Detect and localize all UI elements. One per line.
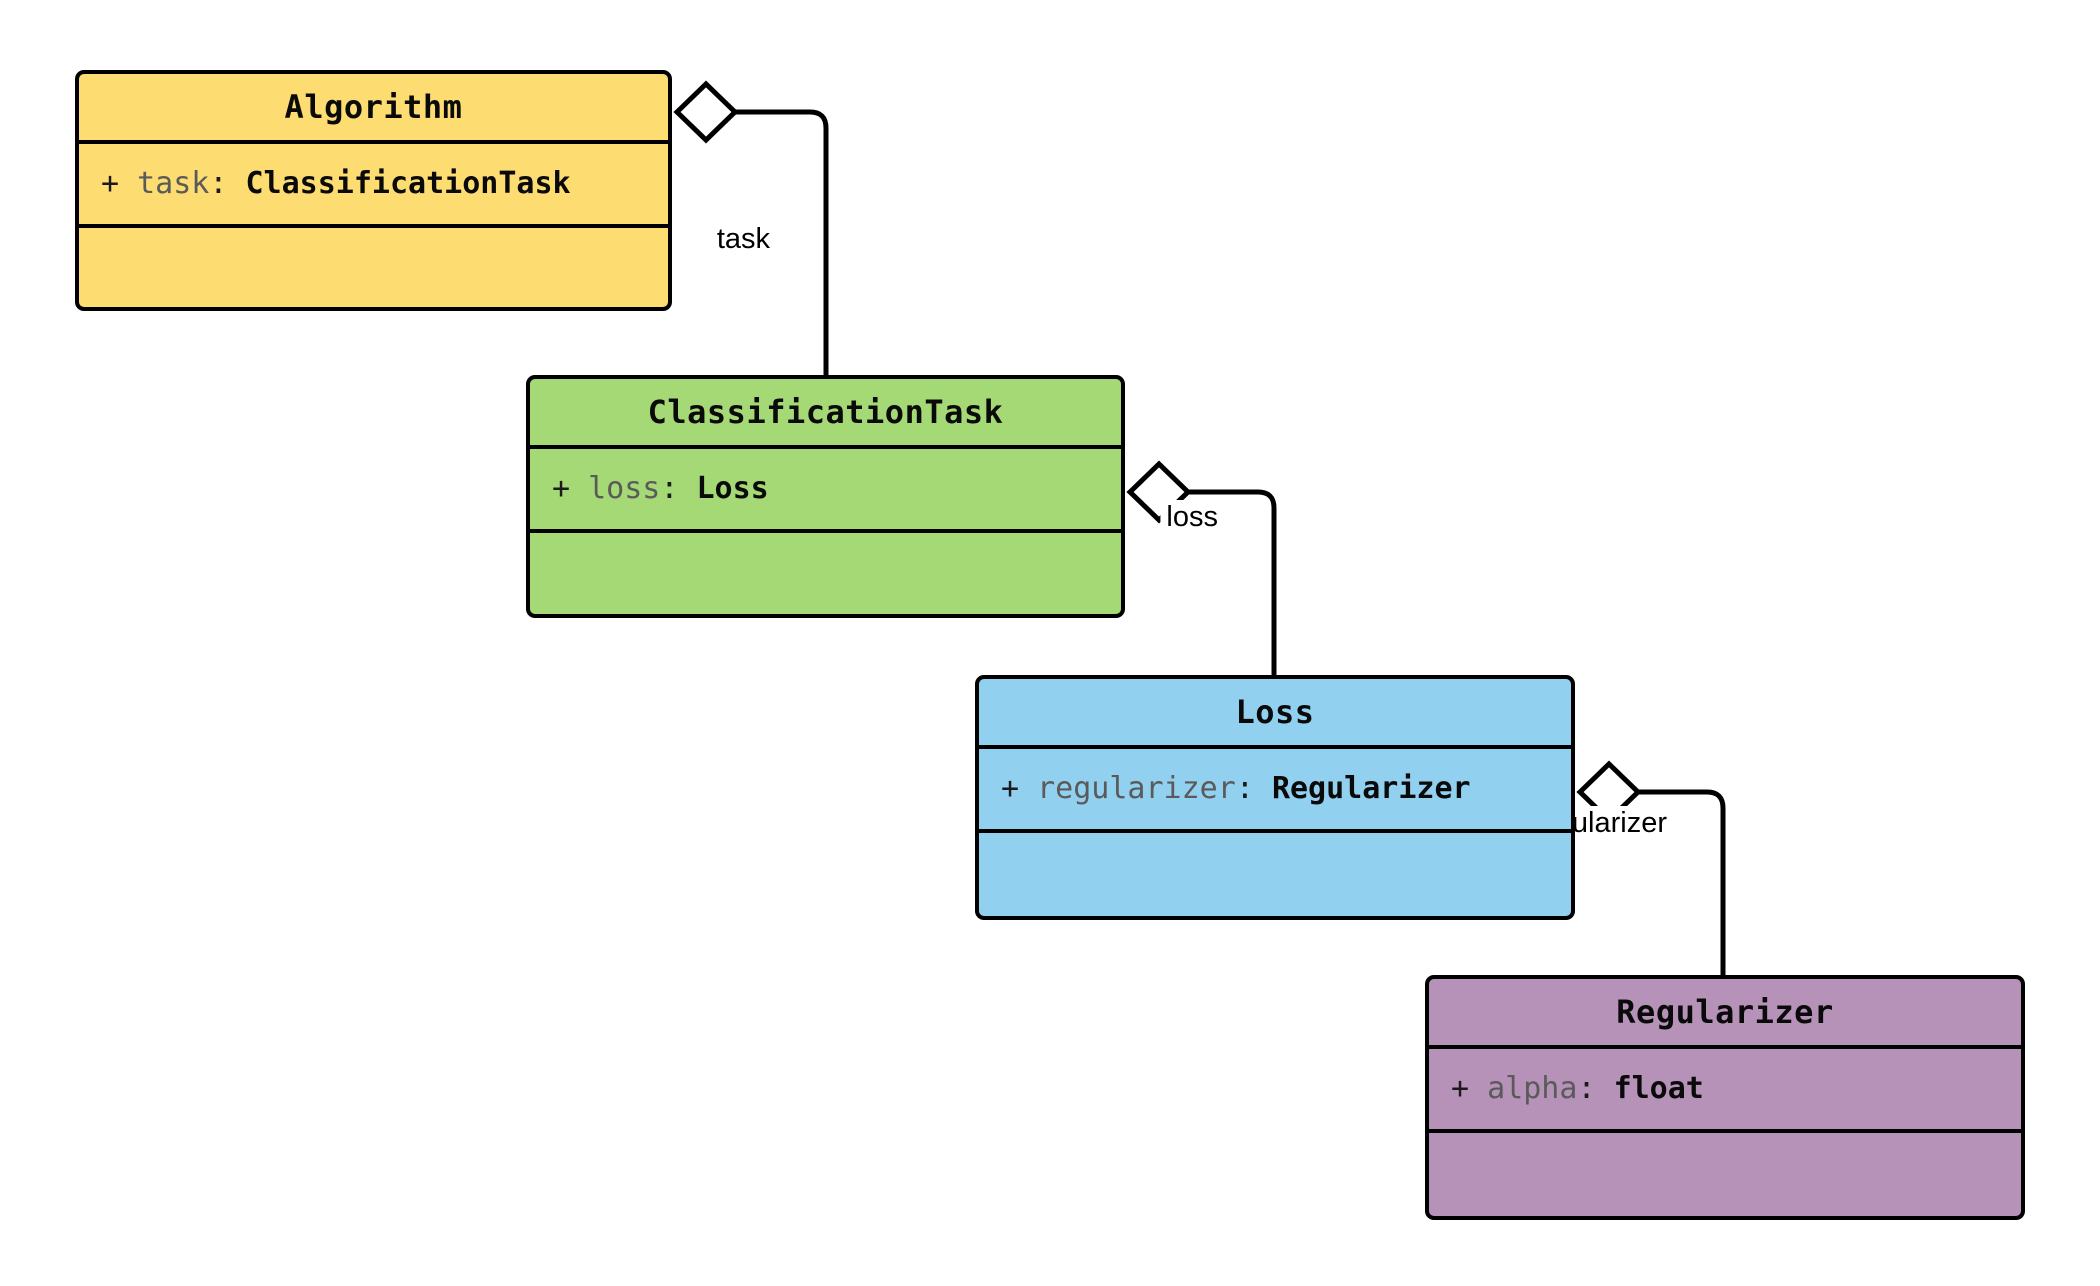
attribute-type: Regularizer — [1271, 771, 1471, 806]
class-title-algorithm: Algorithm — [79, 74, 668, 144]
class-attributes-algorithm: + task: ClassificationTask — [79, 144, 668, 228]
class-methods-regularizer — [1429, 1133, 2021, 1216]
attribute-visibility: + — [1001, 771, 1020, 806]
attribute-row: + task: ClassificationTask — [101, 169, 571, 199]
attribute-visibility: + — [1451, 1071, 1470, 1106]
class-attributes-loss: + regularizer: Regularizer — [979, 749, 1571, 833]
class-box-algorithm[interactable]: Algorithm + task: ClassificationTask — [75, 70, 672, 311]
attribute-row: + loss: Loss — [552, 474, 769, 504]
class-methods-classification-task — [530, 533, 1121, 614]
attribute-visibility: + — [552, 471, 571, 506]
class-methods-loss — [979, 833, 1571, 916]
relation-label-task: task — [710, 222, 776, 257]
relation-label-loss: loss — [1160, 500, 1224, 535]
relation-regularizer-line — [1638, 789, 1726, 975]
attribute-separator: : — [1577, 1071, 1596, 1106]
relation-loss-line — [1188, 489, 1277, 675]
attribute-row: + regularizer: Regularizer — [1001, 774, 1471, 804]
attribute-name: loss — [588, 471, 661, 506]
attribute-separator: : — [660, 471, 679, 506]
relation-task[interactable] — [673, 80, 829, 375]
attribute-type: float — [1613, 1071, 1704, 1106]
relation-loss[interactable] — [1126, 460, 1277, 675]
class-box-regularizer[interactable]: Regularizer + alpha: float — [1425, 975, 2025, 1220]
aggregation-diamond-task — [673, 80, 739, 144]
class-attributes-classification-task: + loss: Loss — [530, 449, 1121, 533]
relation-task-line — [735, 109, 829, 375]
attribute-row: + alpha: float — [1451, 1074, 1704, 1104]
attribute-visibility: + — [101, 166, 120, 201]
attribute-type: ClassificationTask — [245, 166, 571, 201]
class-box-loss[interactable]: Loss + regularizer: Regularizer — [975, 675, 1575, 920]
class-box-classification-task[interactable]: ClassificationTask + loss: Loss — [526, 375, 1125, 618]
class-attributes-regularizer: + alpha: float — [1429, 1049, 2021, 1133]
attribute-separator: : — [1235, 771, 1254, 806]
relation-regularizer[interactable] — [1576, 760, 1726, 975]
class-title-regularizer: Regularizer — [1429, 979, 2021, 1049]
attribute-type: Loss — [696, 471, 769, 506]
class-title-classification-task: ClassificationTask — [530, 379, 1121, 449]
attribute-name: regularizer — [1037, 771, 1236, 806]
class-title-loss: Loss — [979, 679, 1571, 749]
class-methods-algorithm — [79, 228, 668, 307]
attribute-name: alpha — [1487, 1071, 1578, 1106]
attribute-separator: : — [209, 166, 228, 201]
attribute-name: task — [137, 166, 210, 201]
